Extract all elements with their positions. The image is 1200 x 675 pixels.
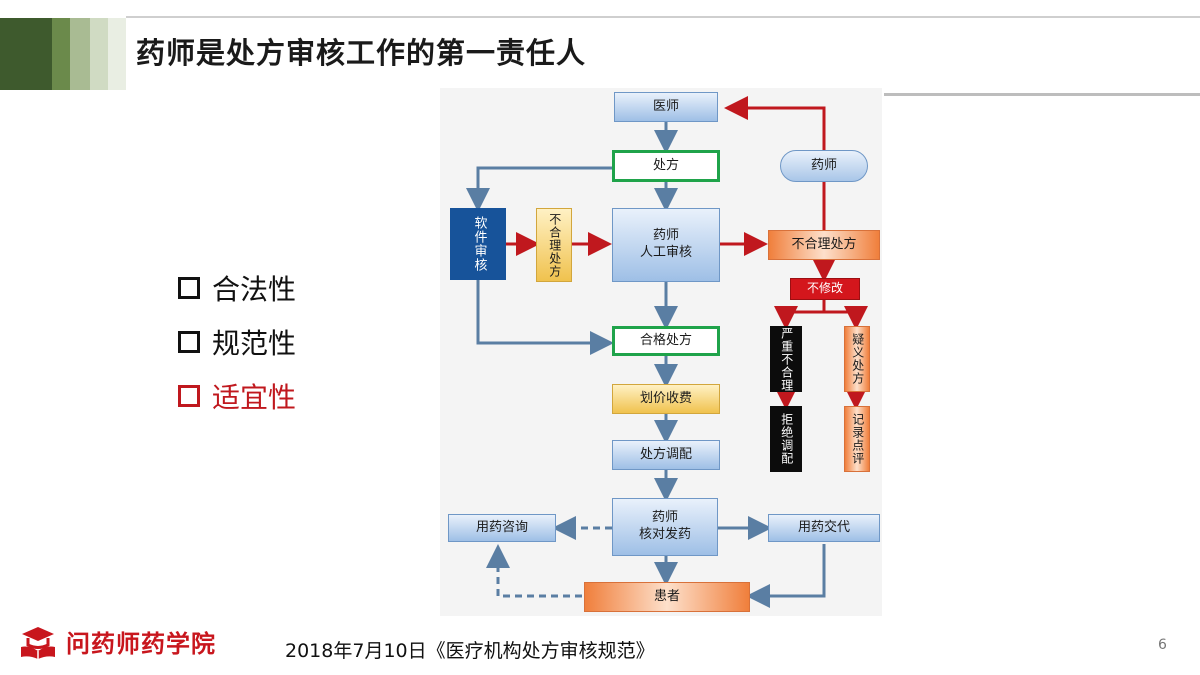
header-top-rule (126, 16, 1200, 18)
prescription-review-flowchart: 医师 处方 药师 软件审核 不合理处方 药师 人工审核 不合理处方 不修改 合格… (440, 88, 882, 616)
header-bottom-rule (884, 93, 1200, 96)
node-prescription: 处方 (612, 150, 720, 182)
node-doubtful-prescription: 疑义处方 (844, 326, 870, 392)
citation-text: 2018年7月10日《医疗机构处方审核规范》 (285, 640, 655, 662)
header-stripe-mid (52, 18, 70, 90)
node-unreasonable-prescription: 不合理处方 (768, 230, 880, 260)
node-medication-handover: 用药交代 (768, 514, 880, 542)
node-pricing: 划价收费 (612, 384, 720, 414)
node-medication-consult: 用药咨询 (448, 514, 556, 542)
node-refuse-dispense: 拒绝调配 (770, 406, 802, 472)
arrow-handover-to-patient (746, 544, 826, 608)
page-number: 6 (1158, 637, 1167, 653)
node-dispensing: 处方调配 (612, 440, 720, 470)
arrow-prescription-to-software (466, 166, 612, 212)
brand-logo: 问药师药学院 (18, 624, 216, 659)
brand-logo-text: 问药师药学院 (66, 630, 216, 658)
arrow-software-to-qualified (476, 280, 614, 355)
node-severe-unreasonable: 严重不合理 (770, 326, 802, 392)
node-unreasonable-prescription-small: 不合理处方 (536, 208, 572, 282)
node-not-modify: 不修改 (790, 278, 860, 300)
bullet-appropriateness: 适宜性 (178, 376, 296, 416)
node-patient: 患者 (584, 582, 750, 612)
checkbox-square-icon (178, 385, 200, 407)
node-software-review: 软件审核 (450, 208, 506, 280)
page-title: 药师是处方审核工作的第一责任人 (136, 36, 587, 70)
node-check-dispense: 药师 核对发药 (612, 498, 718, 556)
bullet-label: 适宜性 (212, 381, 297, 414)
header-stripe-lighter (90, 18, 108, 90)
arrow-not-modify-to-severe (774, 300, 826, 330)
node-doctor: 医师 (614, 92, 718, 122)
arrow-patient-to-consult (486, 544, 582, 598)
arrow-pharmacist-to-doctor (724, 96, 826, 152)
node-qualified-prescription: 合格处方 (612, 326, 720, 356)
flow-connectors (466, 96, 868, 608)
bullet-legality: 合法性 (178, 268, 296, 308)
arrow-not-modify-to-doubtful (824, 306, 868, 330)
bullet-label: 规范性 (212, 327, 297, 360)
node-manual-review: 药师 人工审核 (612, 208, 720, 282)
header-stripe-light (70, 18, 90, 90)
checkbox-square-icon (178, 277, 200, 299)
bullet-label: 合法性 (212, 273, 297, 306)
node-pharmacist: 药师 (780, 150, 868, 182)
header-stripe-dark (0, 18, 52, 90)
node-record-review: 记录点评 (844, 406, 870, 472)
bullet-standardization: 规范性 (178, 322, 296, 362)
checkbox-square-icon (178, 331, 200, 353)
graduation-book-icon (21, 626, 55, 659)
header-stripe-lightest (108, 18, 126, 90)
